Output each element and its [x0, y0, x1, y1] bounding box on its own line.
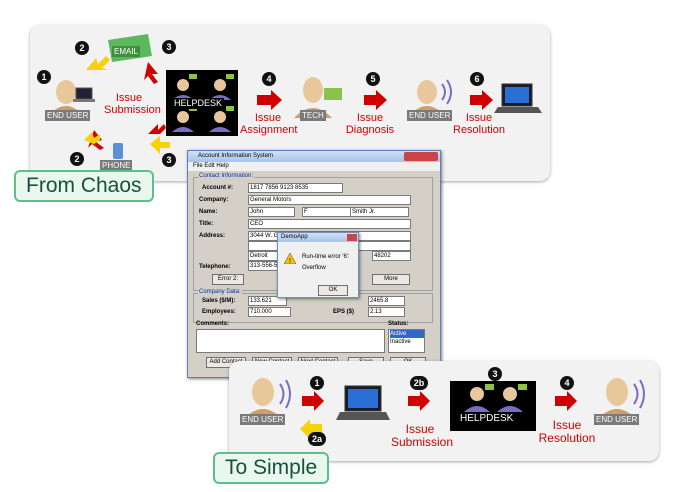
bottom-end-user2-label: END USER	[594, 414, 640, 425]
email-label: EMAIL	[112, 46, 141, 57]
contact-group-title: Contact Information:	[198, 173, 255, 179]
company-select[interactable]: General Motors	[248, 195, 411, 205]
bottom-issue-submission-label: Issue Submission	[391, 422, 454, 449]
bottom-helpdesk-label: HELPDESK	[458, 413, 516, 424]
dialog-message-1: Run-time error '6':	[302, 254, 350, 260]
value-field[interactable]: 2465.8	[368, 296, 405, 306]
step-2-bottom: 2	[70, 152, 84, 166]
bottom-step-1: 1	[310, 376, 324, 390]
status-inactive[interactable]: Inactive	[390, 339, 411, 345]
company-label: Company:	[199, 197, 229, 203]
zip-field[interactable]: 48202	[372, 251, 411, 261]
account-select[interactable]: 1817 7856 9123 8535	[248, 183, 343, 193]
comments-field[interactable]	[196, 329, 385, 353]
eps-field[interactable]: 2.13	[368, 307, 405, 317]
company-group-title: Company Data:	[198, 289, 242, 295]
name-label: Name:	[199, 209, 218, 215]
red-arrows	[88, 62, 493, 150]
status-active[interactable]: Active	[390, 330, 424, 338]
bottom-issue-resolution-label: Issue Resolution	[538, 418, 596, 445]
sales-field[interactable]: 133,621	[248, 296, 287, 306]
phone-icon	[113, 143, 123, 159]
comments-label: Comments:	[196, 321, 230, 327]
window-title: Account Information System	[198, 153, 274, 159]
error2-button[interactable]: Error 2:	[212, 274, 244, 285]
simple-panel	[229, 361, 659, 461]
step-1: 1	[37, 70, 51, 84]
last-name-field[interactable]: Smith Jr.	[350, 207, 409, 217]
employees-label: Employees:	[202, 309, 236, 315]
error-dialog: DemoApp ! Run-time error '6': Overflow O…	[277, 232, 359, 298]
yellow-arrows	[86, 56, 170, 154]
laptop-icon	[73, 87, 95, 102]
more-button[interactable]: More	[372, 274, 410, 285]
first-name-field[interactable]: John	[248, 207, 295, 217]
laptop-final-icon	[494, 83, 542, 113]
step-3-top: 3	[162, 40, 176, 54]
warning-icon: !	[284, 253, 296, 264]
dialog-titlebar: DemoApp	[278, 233, 358, 242]
account-label: Account #:	[202, 185, 234, 191]
bottom-arrows	[300, 391, 577, 439]
issue-resolution-label: Issue Resolution	[453, 112, 505, 136]
window-menubar[interactable]: File Edit Help	[188, 162, 440, 171]
step-3-bottom: 3	[162, 153, 176, 167]
step-4: 4	[262, 72, 276, 86]
bottom-step-3: 3	[488, 367, 502, 381]
dialog-message-2: Overflow	[302, 265, 326, 271]
dialog-ok-button[interactable]: OK	[318, 285, 348, 296]
end-user2-label: END USER	[407, 110, 453, 121]
sales-label: Sales ($/M):	[202, 298, 236, 304]
address-label: Address:	[199, 233, 226, 239]
phone-label: PHONE	[100, 160, 133, 171]
bottom-laptop-icon	[336, 385, 390, 420]
step-6: 6	[470, 72, 484, 86]
title-field[interactable]: CEO	[248, 219, 411, 229]
window-titlebar: Account Information System	[188, 151, 440, 162]
helpdesk-label: HELPDESK	[172, 98, 225, 109]
employees-field[interactable]: 710,000	[248, 307, 291, 317]
tech-label: TECH	[300, 110, 326, 121]
svg-text:!: !	[289, 258, 291, 264]
bottom-end-user-label: END USER	[240, 414, 286, 425]
issue-assignment-label: Issue Assignment	[240, 112, 298, 136]
bottom-step-2a: 2a	[308, 432, 326, 446]
issue-submission-label: Issue Submission	[104, 92, 161, 116]
step-2-top: 2	[75, 41, 89, 55]
to-simple-tag: To Simple	[213, 452, 330, 484]
eps-label: EPS ($)	[333, 309, 355, 315]
bottom-step-4: 4	[560, 376, 574, 390]
dialog-close-icon[interactable]	[347, 234, 357, 241]
bottom-step-2b: 2b	[410, 376, 428, 390]
issue-diagnosis-label: Issue Diagnosis	[345, 112, 395, 136]
end-user-label: END USER	[45, 110, 91, 121]
status-list[interactable]: Active Inactive	[388, 329, 425, 353]
title-label: Title:	[199, 221, 214, 227]
step-5: 5	[366, 72, 380, 86]
window-controls[interactable]	[404, 152, 438, 161]
dialog-title: DemoApp	[281, 234, 308, 240]
status-label: Status:	[388, 321, 409, 327]
from-chaos-tag: From Chaos	[14, 170, 154, 202]
telephone-label: Telephone:	[199, 264, 231, 270]
